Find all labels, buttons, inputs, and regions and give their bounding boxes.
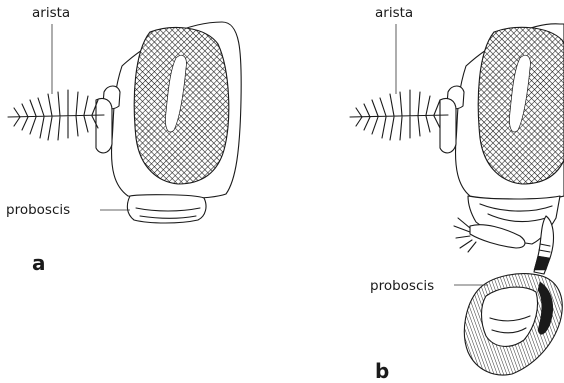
proboscis-label: proboscis <box>370 278 434 294</box>
arista-bristle <box>8 90 104 140</box>
arista-label: arista <box>32 5 70 21</box>
arista-bristle <box>350 90 448 140</box>
panel-letter: a <box>32 251 46 275</box>
antenna-segment-3 <box>440 98 456 152</box>
compound-eye <box>134 28 229 184</box>
proboscis-label: proboscis <box>6 202 70 218</box>
antenna-segment-3 <box>96 98 112 152</box>
arista-label: arista <box>375 5 413 21</box>
panel-b: arista proboscis b <box>350 5 564 383</box>
panel-a: arista proboscis a <box>6 5 241 275</box>
panel-letter: b <box>375 359 389 383</box>
